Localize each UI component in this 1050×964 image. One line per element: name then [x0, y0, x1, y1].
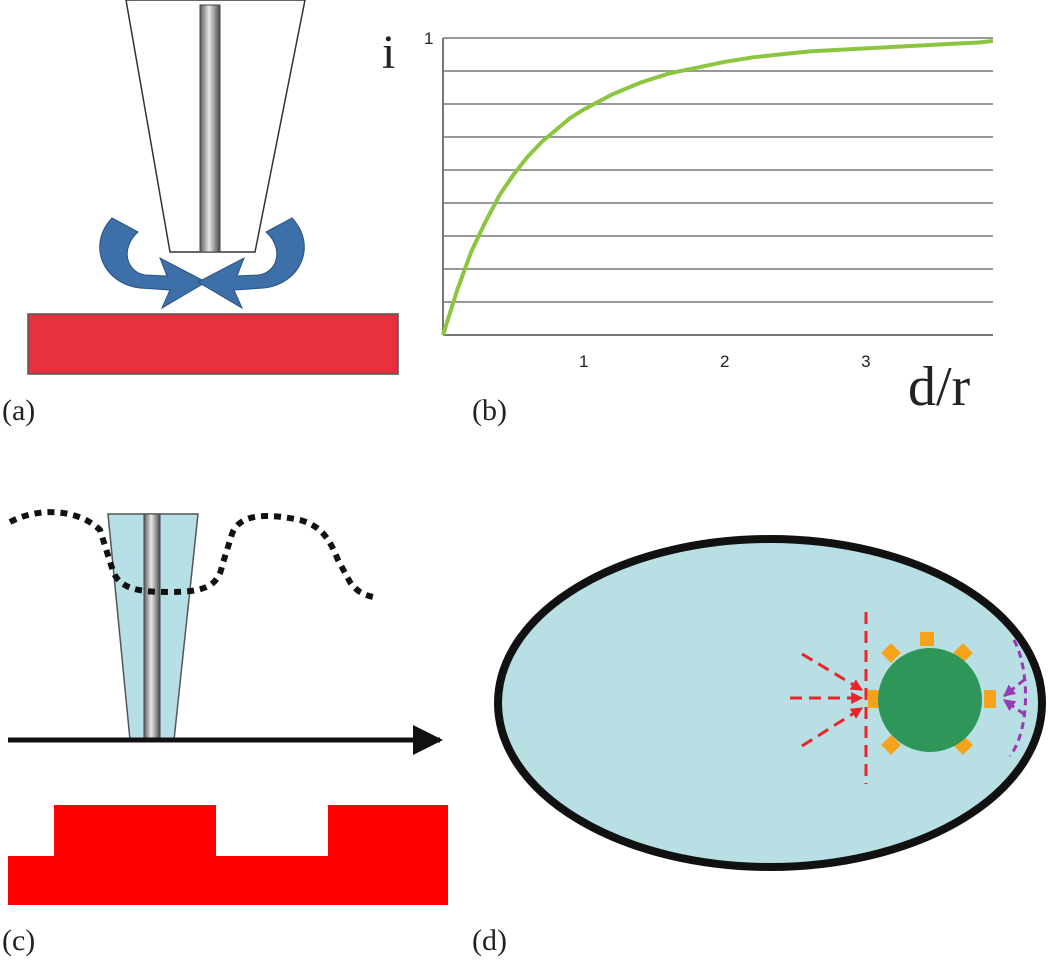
receptor — [881, 643, 901, 663]
panel-label-d: (d) — [472, 924, 507, 957]
receptor — [881, 735, 901, 755]
flow-arrow-right — [196, 217, 305, 310]
cell-membrane — [494, 535, 1046, 871]
surface-contour-line — [8, 509, 379, 601]
receptor — [868, 690, 880, 708]
panel-b: 1 2 3 1 i d/r (b) — [382, 26, 994, 427]
electrode-rod — [199, 4, 221, 253]
receptor — [920, 632, 934, 646]
receptor-group — [868, 632, 996, 755]
red-arrow — [801, 652, 864, 692]
chart-xlabel: d/r — [908, 356, 971, 418]
substrate-a — [27, 313, 399, 375]
purple-barrier-line — [1008, 639, 1027, 757]
chart-xtick-1: 1 — [579, 352, 588, 371]
panel-d: (d) — [472, 535, 1046, 957]
substrate-c-stepped — [8, 805, 448, 905]
red-arrow — [801, 706, 864, 748]
nucleus — [878, 648, 982, 752]
panel-c: (c) — [2, 509, 448, 957]
chart-x-ticks: 1 2 3 — [579, 352, 871, 371]
chart-xtick-3: 3 — [861, 352, 870, 371]
purple-arrow — [1003, 698, 1025, 716]
chart-grid — [443, 37, 993, 303]
flow-arrow-left — [99, 217, 208, 310]
purple-arrow — [1003, 678, 1025, 698]
chart-series-line — [441, 39, 994, 336]
red-arrow-group — [790, 612, 868, 784]
panel-label-c: (c) — [2, 924, 35, 957]
receptor — [984, 690, 996, 708]
electrode-rod-c — [143, 513, 161, 741]
panel-a: (a) — [2, 0, 399, 427]
panel-label-a: (a) — [2, 394, 35, 427]
chart-ytick-1: 1 — [424, 29, 433, 48]
purple-arrow-group — [1003, 639, 1027, 757]
chart-xtick-2: 2 — [720, 352, 729, 371]
chart-ylabel: i — [382, 26, 395, 79]
panel-label-b: (b) — [472, 394, 507, 427]
